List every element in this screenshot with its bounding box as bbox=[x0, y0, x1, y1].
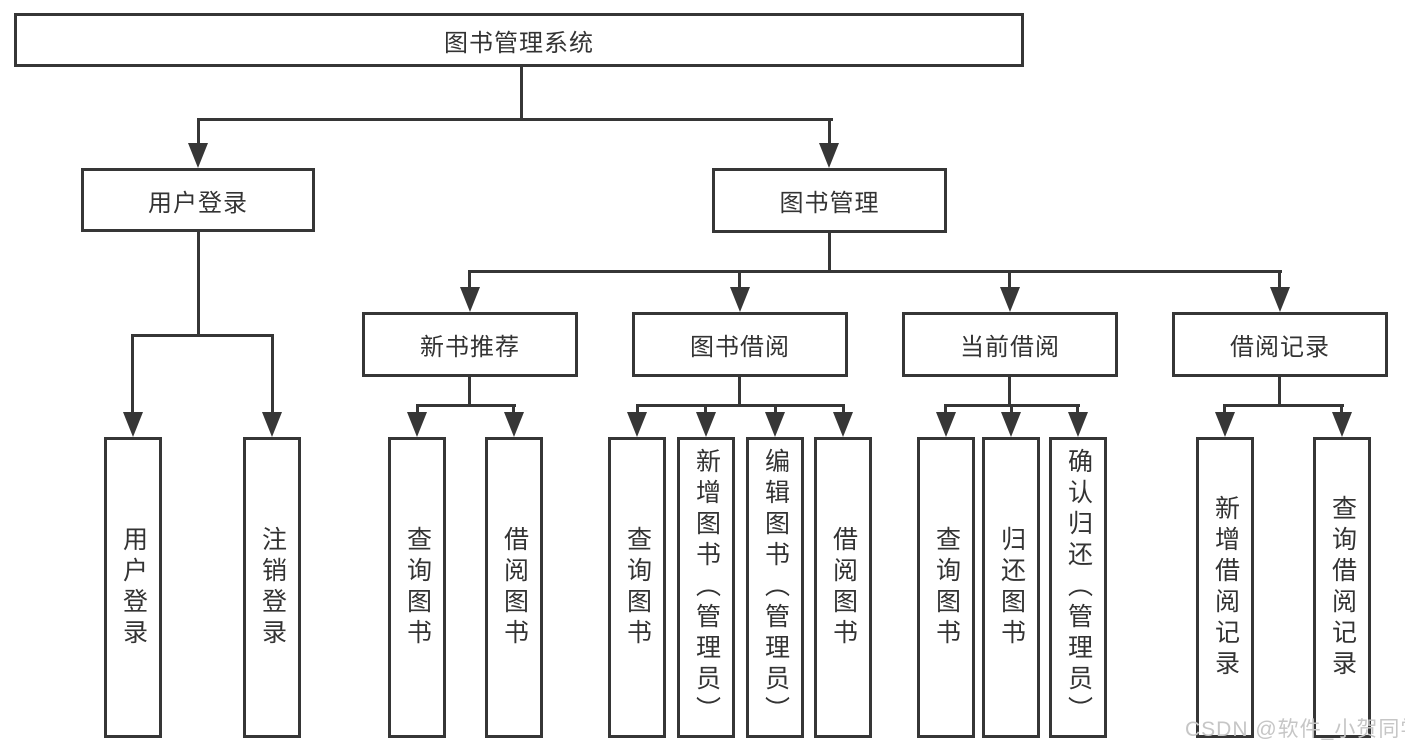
leaf-label: 借阅图书 bbox=[500, 525, 529, 650]
leaf-label: 查询图书 bbox=[932, 525, 961, 650]
leaf-node-borrow-borrow-book: 借阅图书 bbox=[814, 437, 872, 738]
arrow-down-icon bbox=[1001, 412, 1021, 437]
leaf-label: 编辑图书（管理员） bbox=[761, 448, 790, 727]
node-user-login-label: 用户登录 bbox=[148, 189, 248, 217]
arrow-down-icon bbox=[765, 412, 785, 437]
leaf-label: 查询图书 bbox=[403, 525, 432, 650]
leaf-node-borrow-query-book: 查询图书 bbox=[608, 437, 666, 738]
leaf-label: 注销登录 bbox=[258, 525, 287, 650]
arrow-down-icon bbox=[504, 412, 524, 437]
connector-user-login-stem bbox=[197, 230, 200, 336]
connector-book-management-stem bbox=[828, 231, 831, 272]
connector-current-borrow-stem bbox=[1008, 375, 1011, 406]
node-book-borrow-label: 图书借阅 bbox=[690, 334, 790, 361]
connector-leaf-drop bbox=[842, 404, 845, 414]
connector-leaf-drop bbox=[271, 334, 274, 414]
connector-leaf-drop bbox=[1340, 404, 1343, 414]
connector-level3-drop bbox=[1278, 270, 1281, 288]
leaf-node-borrow-add-book: 新增图书（管理员） bbox=[677, 437, 735, 738]
arrow-down-icon bbox=[262, 412, 282, 437]
leaf-label: 新增借阅记录 bbox=[1211, 494, 1240, 681]
connector-level3-drop bbox=[1008, 270, 1011, 288]
leaf-node-records-add-record: 新增借阅记录 bbox=[1196, 437, 1254, 738]
connector-new-book-stem bbox=[468, 375, 471, 406]
arrow-down-icon bbox=[1215, 412, 1235, 437]
node-current-borrow-label: 当前借阅 bbox=[960, 334, 1060, 361]
connector-leaf-drop bbox=[944, 404, 947, 414]
connector-leaf-drop bbox=[774, 404, 777, 414]
arrow-down-icon bbox=[188, 143, 208, 168]
node-borrow-records: 借阅记录 bbox=[1172, 312, 1388, 377]
leaf-label: 查询图书 bbox=[623, 525, 652, 650]
arrow-down-icon bbox=[1332, 412, 1352, 437]
node-new-book-recommend-label: 新书推荐 bbox=[420, 334, 520, 361]
node-book-borrow: 图书借阅 bbox=[632, 312, 848, 377]
connector-user-login-child-rail bbox=[131, 334, 274, 337]
connector-level3-drop bbox=[738, 270, 741, 288]
leaf-node-current-query-book: 查询图书 bbox=[917, 437, 975, 738]
connector-leaf-drop bbox=[636, 404, 639, 414]
leaf-node-recommend-query-book: 查询图书 bbox=[388, 437, 446, 738]
leaf-label: 借阅图书 bbox=[829, 525, 858, 650]
connector-leaf-drop bbox=[131, 334, 134, 414]
leaf-label: 归还图书 bbox=[997, 525, 1026, 650]
connector-leaf-drop bbox=[1010, 404, 1013, 414]
connector-level3-rail bbox=[468, 270, 1282, 273]
arrow-down-icon bbox=[1000, 287, 1020, 312]
connector-new-book-child-rail bbox=[416, 404, 516, 407]
connector-book-borrow-stem bbox=[738, 375, 741, 406]
leaf-node-recommend-borrow-book: 借阅图书 bbox=[485, 437, 543, 738]
connector-book-borrow-child-rail bbox=[636, 404, 845, 407]
leaf-label: 新增图书（管理员） bbox=[692, 448, 721, 727]
node-book-management-label: 图书管理 bbox=[779, 190, 880, 217]
connector-borrow-records-child-rail bbox=[1223, 404, 1344, 407]
node-root-label: 图书管理系统 bbox=[444, 29, 594, 57]
arrow-down-icon bbox=[407, 412, 427, 437]
csdn-watermark: CSDN @软件_小贺同学 bbox=[1185, 718, 1405, 741]
arrow-down-icon bbox=[696, 412, 716, 437]
connector-user-login-drop bbox=[197, 118, 200, 146]
arrow-down-icon bbox=[123, 412, 143, 437]
node-borrow-records-label: 借阅记录 bbox=[1230, 334, 1330, 361]
connector-leaf-drop bbox=[512, 404, 515, 414]
connector-level2-rail bbox=[197, 118, 833, 121]
leaf-node-user-login: 用户登录 bbox=[104, 437, 162, 738]
leaf-node-current-return-book: 归还图书 bbox=[982, 437, 1040, 738]
node-new-book-recommend: 新书推荐 bbox=[362, 312, 578, 377]
connector-leaf-drop bbox=[416, 404, 419, 414]
arrow-down-icon bbox=[936, 412, 956, 437]
node-user-login: 用户登录 bbox=[81, 168, 315, 232]
connector-book-management-drop bbox=[828, 118, 831, 146]
node-current-borrow: 当前借阅 bbox=[902, 312, 1118, 377]
leaf-label: 查询借阅记录 bbox=[1328, 494, 1357, 681]
leaf-node-current-confirm-return: 确认归还（管理员） bbox=[1049, 437, 1107, 738]
connector-borrow-records-stem bbox=[1278, 375, 1281, 406]
leaf-label: 用户登录 bbox=[119, 525, 148, 650]
connector-root-stem bbox=[520, 65, 523, 120]
arrow-down-icon bbox=[819, 143, 839, 168]
arrow-down-icon bbox=[1270, 287, 1290, 312]
leaf-node-records-query-record: 查询借阅记录 bbox=[1313, 437, 1371, 738]
leaf-node-logout: 注销登录 bbox=[243, 437, 301, 738]
connector-level3-drop bbox=[468, 270, 471, 288]
leaf-label: 确认归还（管理员） bbox=[1064, 448, 1093, 727]
arrow-down-icon bbox=[627, 412, 647, 437]
connector-leaf-drop bbox=[1076, 404, 1079, 414]
arrow-down-icon bbox=[460, 287, 480, 312]
connector-leaf-drop bbox=[704, 404, 707, 414]
node-book-management: 图书管理 bbox=[712, 168, 947, 233]
arrow-down-icon bbox=[730, 287, 750, 312]
arrow-down-icon bbox=[1068, 412, 1088, 437]
leaf-node-borrow-edit-book: 编辑图书（管理员） bbox=[746, 437, 804, 738]
node-root: 图书管理系统 bbox=[14, 13, 1024, 67]
arrow-down-icon bbox=[833, 412, 853, 437]
connector-leaf-drop bbox=[1223, 404, 1226, 414]
